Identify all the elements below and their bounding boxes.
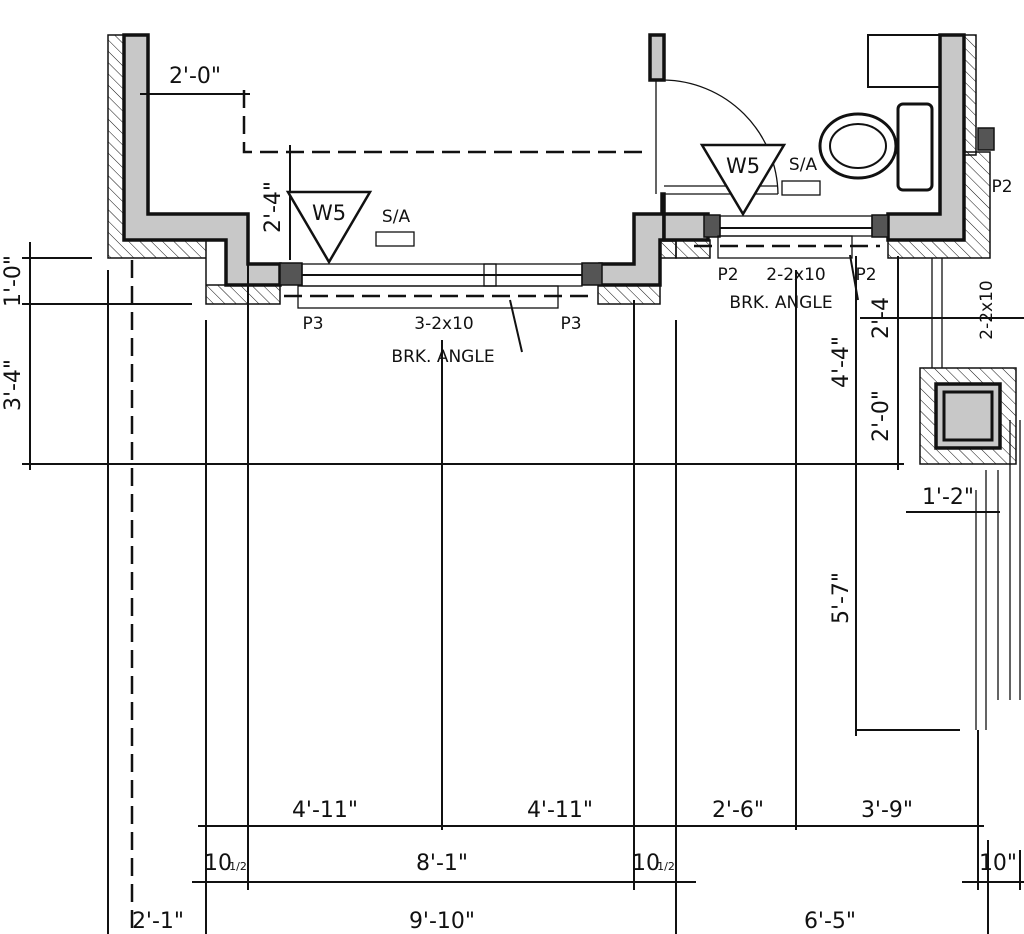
- header-label: 2-2x10: [766, 265, 825, 285]
- walls: [107, 33, 1017, 465]
- post-p3-right: [581, 262, 603, 286]
- brick-angle-label: BRK. ANGLE: [729, 293, 832, 313]
- header-label: 2-2x10: [977, 280, 997, 339]
- dim-1-2: 1'-2": [922, 485, 974, 510]
- dim-6-5: 6'-5": [804, 909, 856, 934]
- post-label: P2: [991, 177, 1012, 197]
- post-label: P3: [560, 314, 581, 334]
- dim-4-11: 4'-11": [527, 798, 593, 823]
- dim-10: 10": [979, 851, 1017, 876]
- header-label: 3-2x10: [414, 314, 473, 334]
- post-p2-right: [871, 214, 889, 238]
- brick-angle-label: BRK. ANGLE: [391, 347, 494, 367]
- windows-and-fixtures: [242, 34, 1021, 730]
- dim-3-4: 3'-4": [1, 359, 26, 411]
- post-p2-left: [703, 214, 721, 238]
- window-tag-w5-right: [699, 143, 787, 217]
- window-tag-label: W5: [312, 201, 346, 225]
- post-p3-left: [279, 262, 303, 286]
- dim-2-4-right: 2'-4: [869, 297, 894, 339]
- smoke-alarm-label: S/A: [789, 155, 818, 175]
- dim-2-0: 2'-0": [169, 64, 221, 89]
- smoke-alarm-label: S/A: [382, 207, 411, 227]
- window-tag-label: W5: [726, 154, 760, 178]
- dim-2-1: 2'-1": [132, 909, 184, 934]
- dim-2-4-left: 2'-4": [261, 181, 286, 233]
- dim-10-half: 10: [204, 851, 232, 876]
- dim-2-0-vertical: 2'-0": [869, 390, 894, 442]
- dimension-lines: [22, 93, 1024, 934]
- smoke-alarm-icon: [375, 231, 415, 247]
- toilet-icon: [818, 102, 934, 192]
- fraction-label: 1/2: [229, 860, 247, 873]
- dim-3-9: 3'-9": [861, 798, 913, 823]
- dim-10-half: 10: [632, 851, 660, 876]
- post-label: P2: [855, 265, 876, 285]
- post-label: P2: [717, 265, 738, 285]
- dim-4-4: 4'-4": [829, 336, 854, 388]
- dim-4-11: 4'-11": [292, 798, 358, 823]
- tags: [285, 143, 821, 265]
- dim-9-10: 9'-10": [409, 909, 475, 934]
- fraction-label: 1/2: [657, 860, 675, 873]
- annotations: 2'-0" 2'-4" W5 S/A W5 S/A P3 3-2x10 P3 B…: [1, 64, 1017, 934]
- post-label: P3: [302, 314, 323, 334]
- window-tag-w5-left: [285, 190, 373, 265]
- dim-5-7: 5'-7": [829, 572, 854, 624]
- dim-2-6: 2'-6": [712, 798, 764, 823]
- dim-8-1: 8'-1": [416, 851, 468, 876]
- smoke-alarm-icon: [781, 180, 821, 196]
- dim-1-0: 1'-0": [1, 255, 26, 307]
